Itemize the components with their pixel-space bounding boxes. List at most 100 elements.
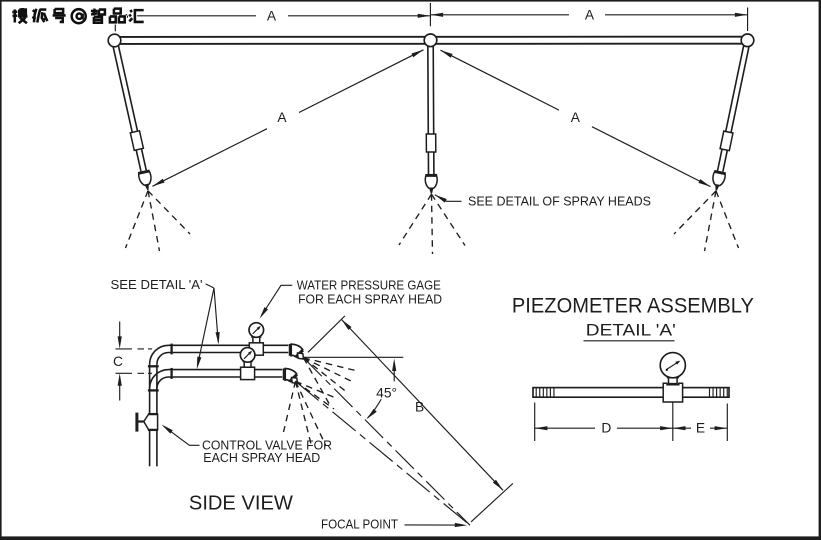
watermark-stroke bbox=[90, 12, 98, 16]
spray-dropper-left-collar bbox=[137, 169, 150, 175]
spray-dropper-left-wall bbox=[135, 149, 142, 172]
pipe-elbow bbox=[148, 344, 169, 365]
spray-fan-lower bbox=[295, 380, 338, 400]
watermark-stroke bbox=[129, 9, 133, 13]
dim-label-a4: A bbox=[571, 110, 581, 125]
arrowhead bbox=[259, 307, 269, 319]
spray-dropper-right-wall bbox=[722, 150, 729, 172]
dim-label-a3: A bbox=[277, 110, 287, 125]
watermark: 搜狐号@智品汇 bbox=[10, 5, 146, 26]
detail-tee bbox=[662, 382, 684, 403]
pivot-joint bbox=[107, 33, 122, 48]
watermark-stroke bbox=[97, 8, 107, 16]
watermark-stroke bbox=[32, 8, 38, 23]
detail-subtitle: DETAIL 'A' bbox=[586, 321, 676, 339]
arrowhead bbox=[161, 424, 173, 434]
arrowhead bbox=[734, 12, 748, 17]
spray-dropper-right-tip bbox=[715, 184, 720, 191]
watermark-stroke bbox=[133, 8, 144, 24]
spray-dropper-middle-tip bbox=[429, 187, 434, 194]
spray-axis-centerline bbox=[303, 357, 471, 526]
arrowhead bbox=[117, 336, 122, 349]
detail-gage-needle-tip bbox=[675, 360, 681, 365]
watermark-stroke bbox=[42, 12, 49, 22]
watermark-stroke bbox=[40, 12, 46, 23]
border-edge-bottom bbox=[0, 536, 821, 540]
piezometer-detail bbox=[532, 340, 730, 441]
pressure-gage-lower-needle-tip bbox=[247, 350, 253, 355]
border-edge-left bbox=[0, 0, 2, 540]
arrowhead bbox=[454, 522, 468, 528]
border-edge-right bbox=[818, 0, 821, 540]
dim-label-d: D bbox=[601, 421, 611, 436]
watermark-stroke bbox=[70, 7, 87, 25]
pressure-gage-upper-needle-tip bbox=[256, 325, 261, 330]
piezometer-tee bbox=[239, 366, 256, 381]
dim-label-e: E bbox=[696, 421, 705, 436]
spray-fan-right bbox=[715, 190, 740, 249]
arrowhead bbox=[366, 408, 377, 420]
leader-line bbox=[196, 287, 215, 366]
spray-fan-right bbox=[673, 190, 717, 235]
spray-dropper-left-bulb bbox=[137, 170, 152, 187]
see-detail-note: SEE DETAIL 'A' bbox=[111, 277, 203, 292]
arrowhead bbox=[417, 13, 431, 18]
watermark-stroke bbox=[55, 16, 64, 24]
watermark-stroke bbox=[117, 15, 126, 24]
spray-heads-note: SEE DETAIL OF SPRAY HEADS bbox=[468, 194, 651, 209]
watermark-stroke bbox=[42, 17, 46, 21]
pivot-joint bbox=[423, 33, 438, 48]
spray-nozzle-lower-elbow bbox=[284, 367, 298, 383]
watermark-stroke bbox=[108, 15, 117, 24]
elevation-view bbox=[107, 3, 755, 255]
border-edge-top bbox=[0, 0, 821, 2]
watermark-stroke bbox=[128, 13, 132, 18]
watermark-glyphs bbox=[12, 7, 144, 25]
arrowhead bbox=[117, 373, 122, 386]
spray-fan-middle bbox=[430, 193, 466, 246]
dimension-line bbox=[152, 128, 268, 187]
watermark-stroke bbox=[128, 17, 134, 23]
spray-dropper-right-wall bbox=[730, 46, 750, 133]
extension-line bbox=[307, 315, 346, 353]
spray-nozzle-upper-head bbox=[296, 352, 305, 360]
spray-dropper-right-bulb bbox=[712, 171, 726, 187]
side-view bbox=[115, 283, 514, 528]
spray-fan-left bbox=[147, 190, 161, 252]
spray-dropper-left-tip bbox=[144, 183, 149, 191]
detail-pipe bbox=[532, 386, 730, 399]
angle-label: 45° bbox=[376, 385, 397, 400]
arrowhead bbox=[492, 479, 503, 491]
dimension-line bbox=[340, 319, 504, 491]
spray-axis-centerline bbox=[295, 380, 471, 526]
watermark-stroke bbox=[31, 15, 37, 20]
spray-fan-lower bbox=[295, 380, 335, 410]
watermark-stroke bbox=[36, 9, 42, 23]
spray-fan-left bbox=[124, 190, 149, 249]
spray-dropper-left-coupling bbox=[129, 129, 145, 152]
arrowhead bbox=[411, 49, 424, 58]
arrowhead bbox=[152, 178, 165, 187]
pipe-elbow bbox=[156, 376, 169, 389]
dim-label-b: B bbox=[415, 400, 424, 415]
spray-dropper-right bbox=[712, 45, 750, 191]
spray-fan-upper bbox=[303, 357, 347, 393]
spray-dropper-left-wall bbox=[117, 45, 139, 132]
spray-dropper-middle-coupling bbox=[425, 133, 437, 153]
spray-dropper-middle-bulb bbox=[424, 175, 438, 190]
extension-line bbox=[470, 482, 514, 523]
arrowhead bbox=[660, 426, 673, 431]
dimension-line bbox=[591, 126, 711, 188]
spray-dropper-right-wall bbox=[716, 148, 723, 171]
arrowhead bbox=[534, 426, 548, 431]
dim-label-a2: A bbox=[585, 7, 595, 22]
watermark-text: 搜狐号@智品汇 bbox=[11, 7, 130, 26]
spray-dropper-left-wall bbox=[140, 148, 148, 171]
arrowhead bbox=[215, 331, 220, 345]
detail-title: PIEZOMETER ASSEMBLY bbox=[512, 295, 754, 318]
pipe-elbow bbox=[148, 368, 169, 389]
spray-fan-upper bbox=[302, 357, 330, 404]
control-valve-note-line2: EACH SPRAY HEAD bbox=[203, 450, 320, 465]
